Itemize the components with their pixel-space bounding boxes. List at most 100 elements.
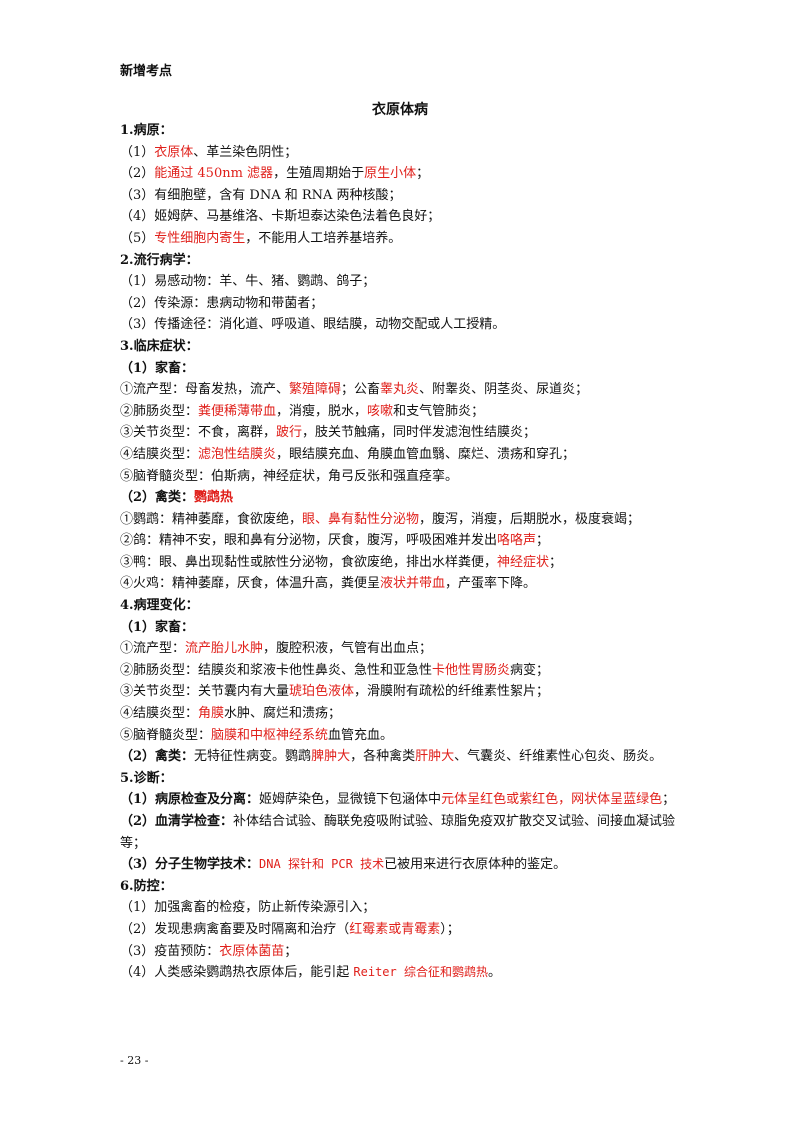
highlighted-text: 滤泡性结膜炎 [198, 446, 277, 462]
highlighted-text: 繁殖障碍 [289, 382, 342, 398]
text-span: ，产蛋率下降。 [445, 576, 537, 592]
text-span: 4.病理变化： [120, 598, 199, 614]
text-span: 2.流行病学： [120, 252, 199, 268]
text-span: ）； [440, 921, 460, 937]
text-span: （1）病原检查及分离： [120, 792, 260, 808]
highlighted-text: 脾肿大 [311, 749, 351, 765]
text-line: （2）能通过 450nm 滤器，生殖周期始于原生小体； [120, 163, 690, 185]
text-span: ； [549, 554, 563, 570]
text-line: （4）人类感染鹦鹉热衣原体后，能引起 Reiter 综合征和鹦鹉热。 [120, 962, 690, 984]
highlighted-text: 卡他性胃肠炎 [432, 662, 511, 678]
text-span: （2）禽类： [120, 490, 195, 506]
highlighted-text: 鹦鹉热 [194, 490, 234, 506]
text-span: 、革兰染色阴性； [193, 144, 298, 160]
text-span: ④结膜炎型： [120, 706, 199, 722]
text-span: ①鹦鹉：精神萎靡，食欲废绝， [120, 511, 303, 527]
text-span: ③关节炎型：关节囊内有大量 [120, 684, 290, 700]
text-span: ①流产型： [120, 641, 186, 657]
text-span: （2）禽类： [120, 749, 195, 765]
highlighted-text: 脑膜和中枢神经系统 [211, 727, 329, 743]
section-heading: 5.诊断： [120, 768, 690, 790]
text-span: （5） [120, 230, 155, 246]
text-span: ，眼结膜充血、角膜血管血翳、糜烂、溃疡和穿孔； [276, 446, 576, 462]
text-span: ，生殖周期始于 [273, 166, 365, 182]
text-line: （1）病原检查及分离：姬姆萨染色，显微镜下包涵体中元体呈红色或紫红色，网状体呈蓝… [120, 789, 690, 811]
text-span: ③鸭：眼、鼻出现黏性或脓性分泌物，食欲废绝，排出水样粪便， [120, 554, 498, 570]
text-line: （3）传播途径：消化道、呼吸道、眼结膜，动物交配或人工授精。 [120, 314, 690, 336]
section-heading: 6.防控： [120, 876, 690, 898]
text-line: （2）发现患病禽畜要及时隔离和治疗（红霉素或青霉素）； [120, 919, 690, 941]
text-span: ，不能用人工培养基培养。 [245, 230, 402, 246]
text-span: ，消瘦，脱水， [276, 403, 368, 419]
highlighted-text: 跛行 [276, 425, 303, 441]
page-number: - 23 - [120, 1054, 149, 1067]
highlighted-text: 原生小体 [364, 166, 417, 182]
text-span: 6.防控： [120, 878, 173, 894]
document-body: 1.病原：（1）衣原体、革兰染色阴性；（2）能通过 450nm 滤器，生殖周期始… [120, 120, 690, 984]
text-line: ⑤脑脊髓炎型：伯斯病，神经症状，角弓反张和强直痉挛。 [120, 466, 690, 488]
text-span: 3.临床症状： [120, 338, 199, 354]
text-line: ④结膜炎型：角膜水肿、腐烂和溃疡； [120, 703, 690, 725]
text-span: 、附睾炎、阴茎炎、尿道炎； [419, 382, 589, 398]
text-span: ④火鸡：精神萎靡，厌食，体温升高，粪便呈 [120, 576, 381, 592]
text-line: ①流产型：母畜发热，流产、繁殖障碍；公畜睾丸炎、附睾炎、阴茎炎、尿道炎； [120, 379, 690, 401]
highlighted-text: 咳嗽 [367, 403, 394, 419]
text-span: 水肿、腐烂和溃疡； [224, 706, 342, 722]
text-line: （2）禽类：无特征性病变。鹦鹉脾肿大，各种禽类肝肿大、气囊炎、纤维素性心包炎、肠… [120, 746, 690, 768]
text-line: （2）血清学检查：补体结合试验、酶联免疫吸附试验、琼脂免疫双扩散交叉试验、间接血… [120, 811, 690, 854]
text-span: 血管充血。 [328, 727, 394, 743]
page-header: 新增考点 [120, 64, 173, 79]
text-span: 。 [487, 965, 501, 981]
text-span: （1）家畜： [120, 360, 195, 376]
text-line: ③鸭：眼、鼻出现黏性或脓性分泌物，食欲废绝，排出水样粪便，神经症状； [120, 552, 690, 574]
highlighted-text: 眼、鼻有黏性分泌物 [302, 511, 420, 527]
text-span: （1）易感动物：羊、牛、猪、鹦鹉、鸽子； [120, 274, 376, 290]
text-line: （2）传染源：患病动物和带菌者； [120, 293, 690, 315]
highlighted-text: Reiter 综合征和鹦鹉热 [353, 965, 488, 980]
text-line: ④火鸡：精神萎靡，厌食，体温升高，粪便呈液状并带血，产蛋率下降。 [120, 573, 690, 595]
text-line: ①流产型：流产胎儿水肿，腹腔积液，气管有出血点； [120, 638, 690, 660]
page-title: 衣原体病 [372, 102, 428, 118]
text-span: （3）分子生物学技术： [120, 857, 260, 873]
text-line: ②鸽：精神不安，眼和鼻有分泌物，厌食，腹泻，呼吸困难并发出咯咯声； [120, 530, 690, 552]
subsection-heading: （2）禽类：鹦鹉热 [120, 487, 690, 509]
text-line: （3）分子生物学技术：DNA 探针和 PCR 技术已被用来进行衣原体种的鉴定。 [120, 854, 690, 876]
text-span: 补体结合试验、酶联免疫吸附试验、琼脂免疫双扩散交叉试验、间接血凝试验等； [120, 814, 676, 851]
text-span: 病变； [510, 662, 550, 678]
text-line: ②肺肠炎型：粪便稀薄带血，消瘦，脱水，咳嗽和支气管肺炎； [120, 401, 690, 423]
text-span: ，各种禽类 [350, 749, 416, 765]
text-line: （1）易感动物：羊、牛、猪、鹦鹉、鸽子； [120, 271, 690, 293]
highlighted-text: 咯咯声 [497, 533, 537, 549]
text-span: （3）传播途径：消化道、呼吸道、眼结膜，动物交配或人工授精。 [120, 317, 506, 333]
text-span: 和支气管肺炎； [393, 403, 485, 419]
text-span: （2）发现患病禽畜要及时隔离和治疗（ [120, 921, 350, 937]
text-line: ①鹦鹉：精神萎靡，食欲废绝，眼、鼻有黏性分泌物，腹泻，消瘦，后期脱水，极度衰竭； [120, 509, 690, 531]
text-span: ，肢关节触痛，同时伴发滤泡性结膜炎； [302, 425, 537, 441]
text-span: ③关节炎型：不食，离群， [120, 425, 277, 441]
text-span: （4）人类感染鹦鹉热衣原体后，能引起 [120, 965, 354, 981]
text-span: ，腹泻，消瘦，后期脱水，极度衰竭； [419, 511, 641, 527]
text-line: （1）衣原体、革兰染色阴性； [120, 142, 690, 164]
text-span: ； [416, 166, 430, 182]
text-line: ④结膜炎型：滤泡性结膜炎，眼结膜充血、角膜血管血翳、糜烂、溃疡和穿孔； [120, 444, 690, 466]
highlighted-text: 睾丸炎 [380, 382, 420, 398]
text-line: ③关节炎型：不食，离群，跛行，肢关节触痛，同时伴发滤泡性结膜炎； [120, 422, 690, 444]
text-span: ②肺肠炎型： [120, 403, 199, 419]
section-heading: 1.病原： [120, 120, 690, 142]
highlighted-text: 能通过 450nm 滤器 [154, 166, 274, 182]
highlighted-text: 衣原体 [154, 144, 194, 160]
highlighted-text: 肝肿大 [415, 749, 455, 765]
text-span: 1.病原： [120, 123, 173, 138]
text-line: （3）有细胞壁，含有 DNA 和 RNA 两种核酸； [120, 185, 690, 207]
text-span: 已被用来进行衣原体种的鉴定。 [384, 857, 567, 873]
text-span: （2） [120, 166, 155, 182]
highlighted-text: 琥珀色液体 [289, 684, 355, 700]
subsection-heading: （1）家畜： [120, 358, 690, 380]
highlighted-text: 红霉素或青霉素 [349, 921, 441, 937]
highlighted-text: DNA 探针和 PCR 技术 [259, 857, 385, 872]
section-heading: 4.病理变化： [120, 595, 690, 617]
highlighted-text: 神经症状 [497, 554, 550, 570]
text-span: ，滑膜附有疏松的纤维素性絮片； [354, 684, 550, 700]
text-span: （1）加强禽畜的检疫，防止新传染源引入； [120, 900, 376, 916]
text-span: ；公畜 [341, 382, 381, 398]
